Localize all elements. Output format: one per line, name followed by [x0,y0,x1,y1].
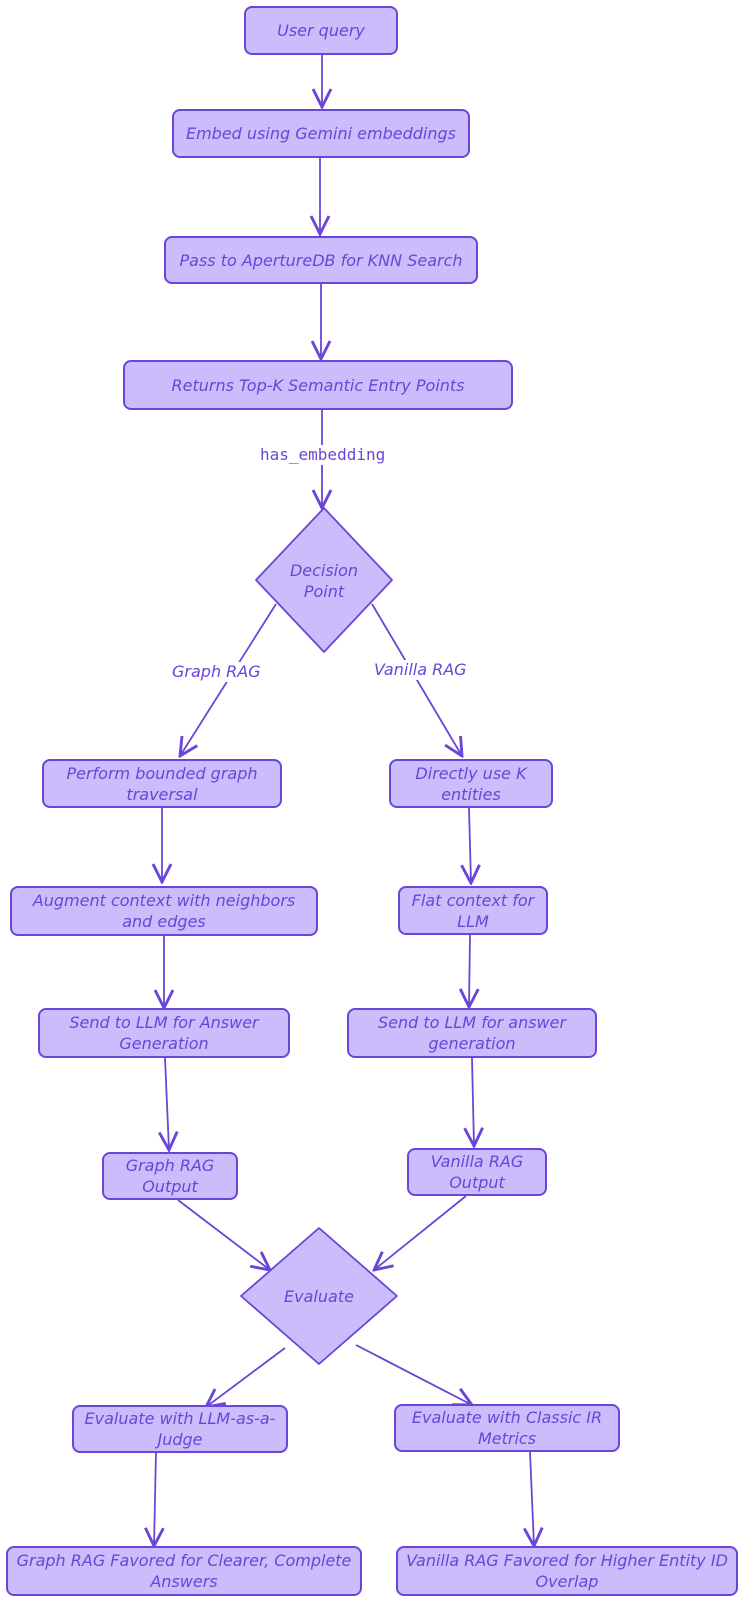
edge-classic-ir-to-vanilla-favored [530,1451,534,1546]
node-returns-topk: Returns Top-K Semantic Entry Points [123,360,513,410]
node-pass-to-aperturedb: Pass to ApertureDB for KNN Search [164,236,478,284]
edge-label-graph-rag: Graph RAG [170,662,263,682]
edge-label-vanilla-rag: Vanilla RAG [372,660,469,680]
node-augment-context: Augment context with neighbors and edges [10,886,318,936]
node-send-llm-graph: Send to LLM for Answer Generation [38,1008,290,1058]
edge-evaluate-to-llm-judge [206,1347,286,1407]
node-flat-context: Flat context for LLM [398,886,548,935]
node-direct-use: Directly use K entities [389,759,553,808]
edge-send-vanilla-to-output [472,1057,474,1146]
decision-diamond [255,507,393,653]
edge-flat-to-send-vanilla [469,934,470,1007]
edge-decision-to-vanilla [371,603,462,756]
node-graph-traversal: Perform bounded graph traversal [42,759,282,808]
node-user-query: User query [244,6,398,55]
decision-point-label: Decision Point [289,561,359,601]
edge-direct-to-flat [469,807,471,883]
edge-graph-output-to-evaluate [177,1199,270,1270]
node-eval-classic-ir: Evaluate with Classic IR Metrics [394,1404,620,1452]
edge-llm-judge-to-graph-favored [154,1451,156,1546]
node-graph-favored: Graph RAG Favored for Clearer, Complete … [6,1546,362,1596]
node-graph-output: Graph RAG Output [102,1152,238,1200]
node-embed: Embed using Gemini embeddings [172,109,470,158]
node-eval-llm-judge: Evaluate with LLM-as-a-Judge [72,1405,288,1453]
node-send-llm-vanilla: Send to LLM for answer generation [347,1008,597,1058]
edge-label-has-embedding: has_embedding [258,445,388,465]
edge-vanilla-output-to-evaluate [374,1195,467,1270]
evaluate-label: Evaluate [284,1286,354,1306]
edge-send-graph-to-output [165,1057,169,1150]
node-vanilla-favored: Vanilla RAG Favored for Higher Entity ID… [396,1546,738,1596]
evaluate-diamond [240,1227,398,1365]
edge-evaluate-to-classic-ir [355,1344,472,1405]
node-vanilla-output: Vanilla RAG Output [407,1148,547,1196]
